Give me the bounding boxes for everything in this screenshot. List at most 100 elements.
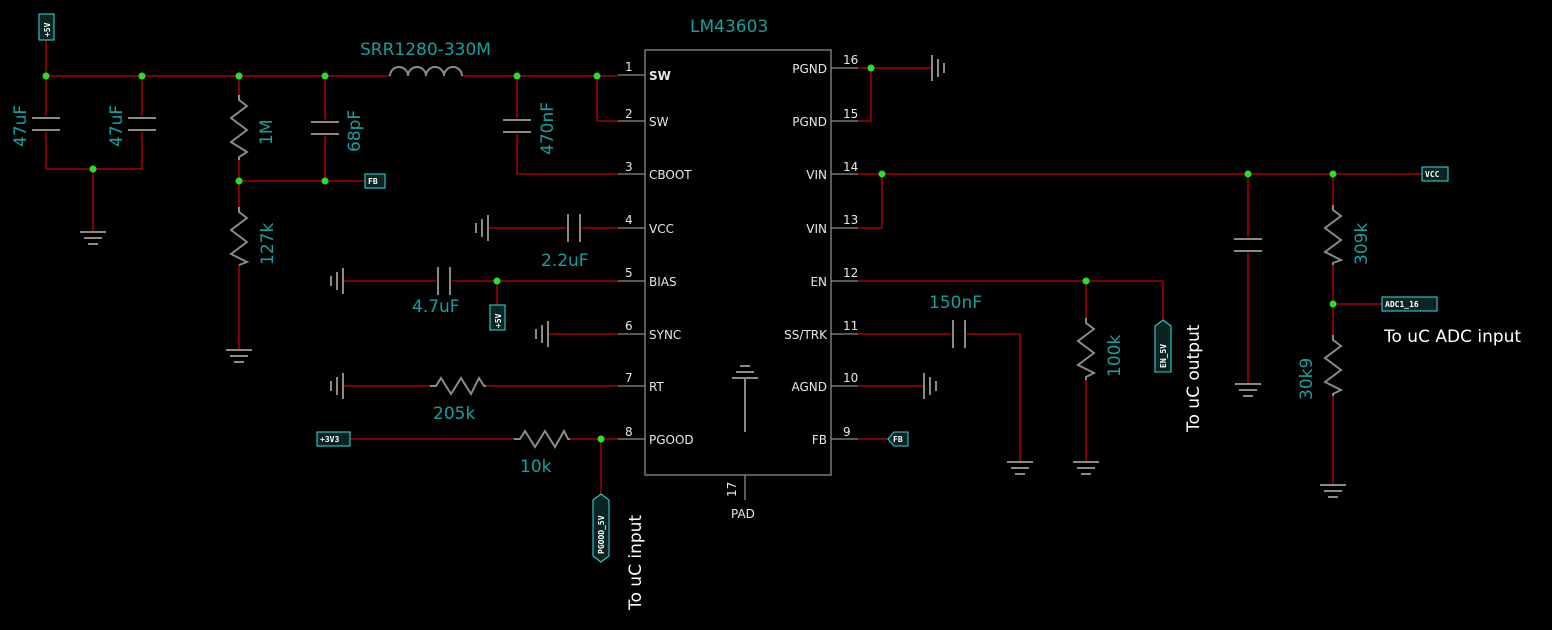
ground-symbol-cout bbox=[80, 231, 106, 245]
capacitor-c-out1 bbox=[32, 117, 60, 131]
ic-title: LM43603 bbox=[690, 17, 768, 37]
pin-label-13: VIN bbox=[806, 222, 827, 236]
pin-num-2: 2 bbox=[625, 107, 633, 121]
pin-num-12: 12 bbox=[843, 266, 858, 280]
svg-text:FB: FB bbox=[368, 177, 378, 186]
net-tag-out-top: +5V bbox=[38, 13, 55, 41]
junction-dots bbox=[42, 64, 1337, 443]
pin-num-6: 6 bbox=[625, 319, 633, 333]
svg-text:+5V: +5V bbox=[494, 313, 503, 328]
pin-label-4: VCC bbox=[649, 222, 674, 236]
ground-symbol-en bbox=[1073, 461, 1099, 475]
inductor-symbol bbox=[389, 66, 463, 77]
ground-symbol-div bbox=[1320, 484, 1346, 498]
c-vcc-label: 2.2uF bbox=[541, 251, 589, 271]
pin-num-16: 16 bbox=[843, 53, 858, 67]
pin-num-10: 10 bbox=[843, 371, 858, 385]
c-bias-label: 4.7uF bbox=[412, 297, 460, 317]
pin-num-4: 4 bbox=[625, 213, 633, 227]
svg-text:+3V3: +3V3 bbox=[320, 435, 339, 444]
net-tag-en: EN_5V bbox=[1154, 319, 1172, 373]
capacitor-c-vcc bbox=[567, 214, 581, 242]
svg-text:PGOOD_5V: PGOOD_5V bbox=[597, 515, 606, 554]
pin-num-3: 3 bbox=[625, 160, 633, 174]
ground-symbol-pad bbox=[732, 365, 758, 432]
resistor-r-fb-bot bbox=[229, 207, 250, 266]
pin-num-7: 7 bbox=[625, 371, 633, 385]
resistor-r-div-bot bbox=[1323, 335, 1344, 396]
ground-symbol-vcc bbox=[475, 215, 489, 241]
pin-label-9: FB bbox=[812, 433, 827, 447]
pin-num-5: 5 bbox=[625, 266, 633, 280]
svg-text:EN_5V: EN_5V bbox=[1159, 344, 1168, 368]
pin-label-1: SW bbox=[649, 69, 671, 83]
inductor-label: SRR1280-330M bbox=[360, 40, 491, 60]
ground-symbol-rt bbox=[330, 373, 344, 399]
c-ff-label: 68pF bbox=[345, 110, 365, 152]
pin-label-2: SW bbox=[649, 115, 669, 129]
pin-num-13: 13 bbox=[843, 213, 858, 227]
svg-text:ADC1_16: ADC1_16 bbox=[1385, 300, 1419, 309]
c-boot-label: 470nF bbox=[538, 102, 558, 155]
ground-symbol-agnd bbox=[923, 373, 937, 399]
resistor-r-div-top bbox=[1323, 205, 1344, 265]
r-pgood-label: 10k bbox=[520, 457, 552, 477]
svg-text:+5V: +5V bbox=[43, 22, 52, 37]
ic-right-pins bbox=[831, 67, 858, 440]
wires bbox=[45, 40, 1422, 494]
net-tag-adc: ADC1_16 bbox=[1381, 296, 1438, 312]
pin-label-15: PGND bbox=[792, 115, 827, 129]
net-tag-fb-right: FB bbox=[887, 431, 909, 447]
pin-num-17: 17 bbox=[725, 482, 739, 497]
pin-label-8: PGOOD bbox=[649, 433, 694, 447]
net-tag-fb-left: FB bbox=[364, 173, 386, 189]
c-out2-label: 47uF bbox=[107, 105, 127, 147]
c-out1-label: 47uF bbox=[11, 105, 31, 147]
pin-label-6: SYNC bbox=[649, 328, 681, 342]
resistor-r-rt bbox=[430, 375, 486, 397]
net-tag-3v3: +3V3 bbox=[316, 431, 351, 447]
pin-label-5: BIAS bbox=[649, 275, 677, 289]
pin-num-11: 11 bbox=[843, 319, 858, 333]
note-pgood: To uC input bbox=[626, 515, 646, 611]
resistor-r-fb-top bbox=[229, 95, 249, 160]
r-div-top-label: 309k bbox=[1352, 223, 1372, 265]
net-tag-bias: +5V bbox=[489, 304, 506, 331]
ic-left-pins bbox=[618, 74, 645, 440]
pin-label-12: EN bbox=[810, 275, 827, 289]
pin-label-10: AGND bbox=[791, 380, 827, 394]
ground-symbol-sync bbox=[535, 321, 549, 347]
note-adc: To uC ADC input bbox=[1383, 327, 1521, 347]
pin-num-14: 14 bbox=[843, 160, 858, 174]
pin-num-9: 9 bbox=[843, 425, 851, 439]
capacitor-c-vin bbox=[1234, 238, 1262, 252]
ground-symbol-ss bbox=[1007, 461, 1033, 475]
capacitor-c-ff bbox=[311, 121, 339, 135]
ground-symbol-vin-cap bbox=[1235, 383, 1261, 397]
net-tag-vcc: VCC bbox=[1421, 166, 1449, 182]
r-fb-bot-label: 127k bbox=[258, 223, 278, 265]
ground-symbol-fb bbox=[226, 349, 252, 363]
pin-label-3: CBOOT bbox=[649, 168, 692, 182]
svg-text:FB: FB bbox=[893, 435, 903, 444]
net-tag-pgood: PGOOD_5V bbox=[592, 493, 610, 563]
pin-label-11: SS/TRK bbox=[784, 328, 828, 342]
capacitor-c-ss bbox=[952, 320, 966, 348]
ground-symbol-pgnd bbox=[931, 55, 945, 81]
pin-label-14: VIN bbox=[806, 168, 827, 182]
pin-label-7: RT bbox=[649, 380, 664, 394]
capacitor-c-boot bbox=[503, 119, 531, 133]
r-en-label: 100k bbox=[1105, 335, 1125, 377]
ground-symbol-bias bbox=[330, 268, 344, 294]
pin-num-15: 15 bbox=[843, 107, 858, 121]
r-fb-top-label: 1M bbox=[257, 120, 277, 145]
pin-label-17: PAD bbox=[731, 507, 755, 521]
note-en: To uC output bbox=[1184, 324, 1204, 433]
resistor-r-pgood bbox=[514, 428, 570, 449]
c-ss-label: 150nF bbox=[929, 293, 982, 313]
r-div-bot-label: 30k9 bbox=[1297, 358, 1317, 400]
ic-body bbox=[644, 49, 832, 476]
svg-text:VCC: VCC bbox=[1425, 170, 1440, 179]
capacitor-c-out2 bbox=[128, 117, 156, 131]
